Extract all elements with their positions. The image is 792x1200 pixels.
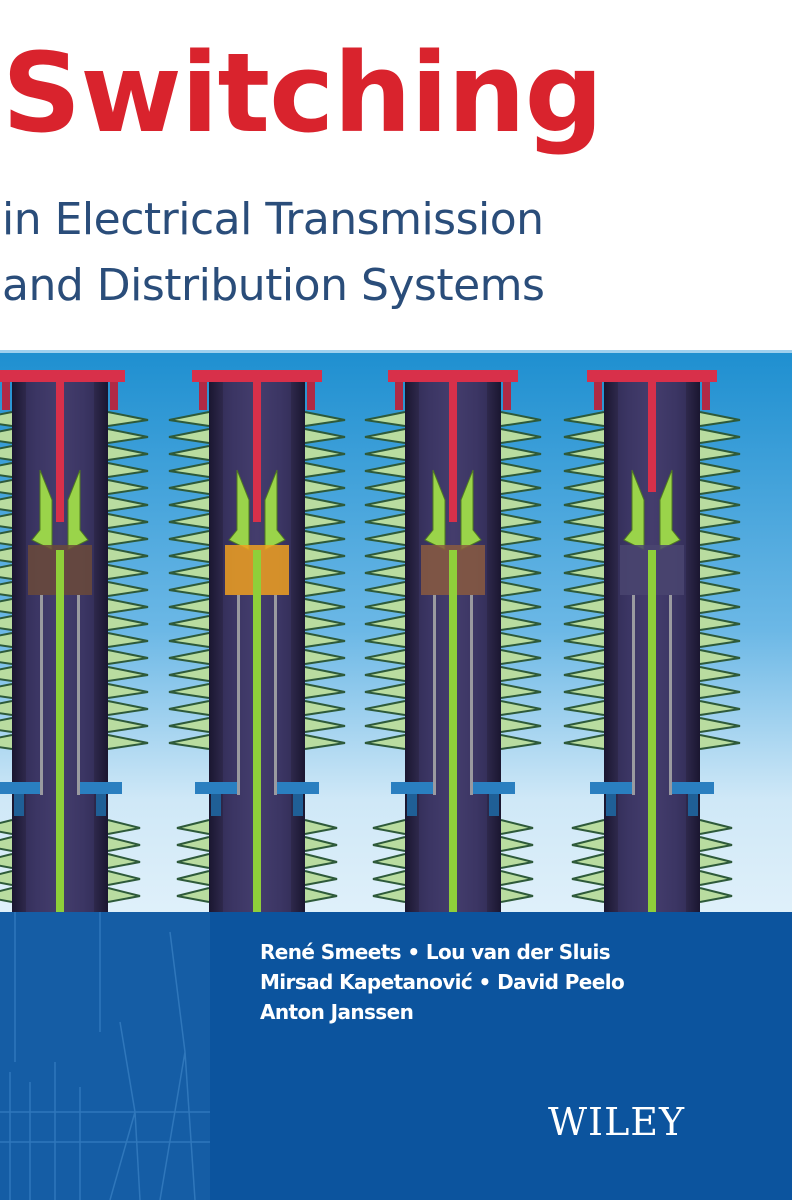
authors-line-1: René Smeets • Lou van der Sluis — [260, 940, 611, 964]
breaker-pole — [168, 370, 346, 912]
publisher-logo: WILEY — [548, 1100, 686, 1144]
book-title: Switching — [2, 29, 603, 157]
author-band: René Smeets • Lou van der Sluis Mirsad K… — [0, 912, 792, 1200]
subtitle-line-2: and Distribution Systems — [2, 260, 545, 311]
circuit-breaker-illustration — [0, 350, 792, 912]
breaker-pole — [563, 370, 741, 912]
subtitle-line-1: in Electrical Transmission — [2, 194, 544, 245]
breaker-pole — [0, 370, 149, 912]
authors-line-3: Anton Janssen — [260, 1000, 414, 1024]
breaker-pole — [364, 370, 542, 912]
cathedral-skyline-graphic — [0, 912, 210, 1200]
authors-line-2: Mirsad Kapetanović • David Peelo — [260, 970, 625, 994]
